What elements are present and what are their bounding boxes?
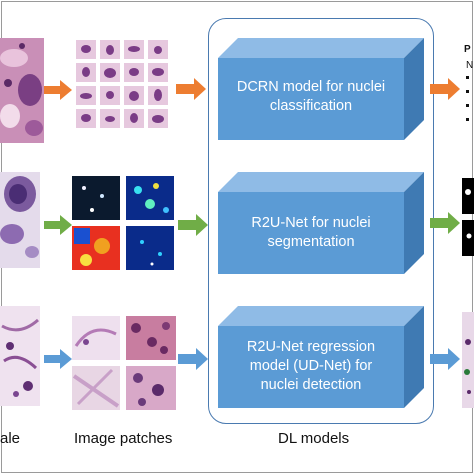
caption-image-patches: Image patches (74, 430, 173, 447)
arrow-model-to-output-bottom (430, 348, 460, 370)
output-label-n: N (466, 60, 474, 71)
arrow-patches-to-model-top (176, 78, 206, 100)
input-image-histology (0, 38, 44, 143)
model-label-udnet: R2U-Net regression model (UD-Net) for nu… (218, 338, 404, 395)
arrow-patches-to-model-middle (178, 214, 208, 236)
output-detection-image (462, 312, 474, 408)
model-dcrn-line-2: classification (269, 98, 353, 114)
arrow-input-to-patches-top (44, 80, 72, 100)
model-box-dcrn (218, 38, 424, 140)
model-udnet-line-3: nuclei detection (260, 377, 362, 393)
model-box-udnet (218, 306, 424, 408)
model-r2unet-line-2: segmentation (267, 234, 355, 250)
input-image-tissue (0, 306, 40, 406)
arrow-input-to-patches-bottom (44, 349, 72, 369)
model-udnet-line-1: R2U-Net regression (246, 339, 376, 355)
model-label-r2unet: R2U-Net for nuclei segmentation (218, 214, 404, 252)
model-label-dcrn: DCRN model for nuclei classification (218, 78, 404, 116)
model-dcrn-line-1: DCRN model for nuclei (236, 79, 386, 95)
arrow-input-to-patches-middle (44, 215, 72, 235)
arrow-model-to-output-middle (430, 212, 460, 234)
model-box-r2unet (218, 172, 424, 274)
arrow-patches-to-model-bottom (178, 348, 208, 370)
segmentation-patches-grid (72, 176, 174, 270)
caption-dl-models: DL models (278, 430, 350, 447)
model-udnet-line-2: model (UD-Net) for (249, 358, 373, 374)
output-label-p: P (464, 44, 471, 55)
output-bullet-list (466, 76, 469, 121)
output-segmentation-masks (462, 178, 474, 256)
model-r2unet-line-1: R2U-Net for nuclei (251, 215, 371, 231)
arrow-model-to-output-top (430, 78, 460, 100)
classification-patches-grid (76, 40, 168, 128)
input-image-cells (0, 172, 40, 268)
detection-patches-grid (72, 316, 176, 410)
caption-whole-slide: ale (0, 430, 21, 447)
